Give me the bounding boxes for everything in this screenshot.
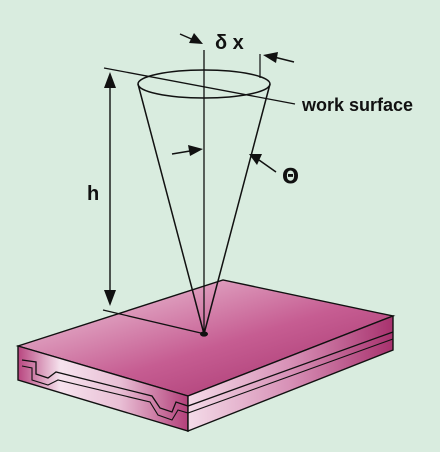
h-label: h xyxy=(87,183,99,205)
theta-outer-arrow-shaft xyxy=(258,159,277,173)
delta-x-label: δ x xyxy=(215,32,244,54)
slab-groove-line-2 xyxy=(21,338,394,421)
theta-outer-arrow-head xyxy=(249,154,262,165)
cone-right-edge xyxy=(203,83,271,335)
focal-point xyxy=(200,331,208,337)
height-top-extension xyxy=(103,67,296,105)
theta-inner-arrow-head xyxy=(188,145,203,156)
height-arrow-bottom xyxy=(104,290,116,306)
delta-x-dimension: δ x xyxy=(179,32,295,78)
theta-label: Θ xyxy=(282,164,299,188)
delta-x-right-arrow-shaft xyxy=(273,56,295,63)
height-dimension xyxy=(102,67,296,335)
theta-inner-arrow-shaft xyxy=(171,150,191,155)
workpiece-slab xyxy=(15,279,396,433)
delta-x-right-arrow-head xyxy=(263,52,278,63)
cone-left-edge xyxy=(137,83,205,335)
height-bottom-extension xyxy=(102,309,206,335)
cone xyxy=(137,50,271,337)
slab-right-face xyxy=(187,314,394,433)
work-surface-label: work surface xyxy=(301,95,413,115)
theta-indicator: Θ xyxy=(171,145,299,188)
slab-groove-line xyxy=(21,331,394,413)
height-arrow-top xyxy=(104,72,116,88)
delta-x-left-arrow-head xyxy=(189,33,203,44)
